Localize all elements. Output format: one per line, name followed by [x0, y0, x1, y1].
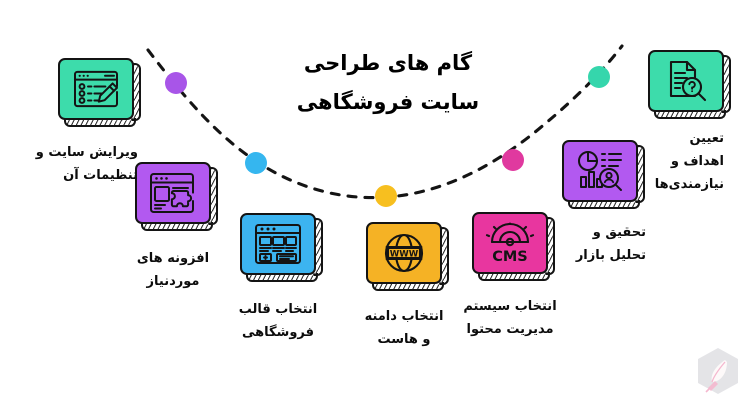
card-edge-bottom: [141, 222, 213, 231]
label-line: اهداف و: [670, 153, 724, 169]
svg-text:CMS: CMS: [492, 249, 528, 264]
card-edge-right: [209, 167, 218, 225]
step-market-research[interactable]: تحقیق و تحلیل بازار: [562, 140, 646, 263]
curve-dot-pink: [502, 149, 524, 171]
step-template[interactable]: انتخاب قالب فروشگاهی: [239, 213, 323, 340]
step-plugins-label: افزونه های موردنیاز: [108, 248, 238, 294]
step-domain-host-label: انتخاب دامنه و هاست: [339, 306, 469, 352]
step-cms[interactable]: CMS انتخاب سیستم مدیریت محتوا: [463, 212, 557, 337]
svg-text:WWW: WWW: [390, 249, 419, 259]
card-edge-bottom: [568, 200, 640, 209]
label-line: موردنیاز: [146, 273, 200, 289]
card-edge-right: [132, 63, 141, 121]
label-line: افزونه های: [136, 251, 210, 266]
label-line: انتخاب قالب: [238, 302, 318, 317]
step-market-research-label: تحقیق و تحلیل بازار: [554, 222, 646, 268]
step-plugins[interactable]: افزونه های موردنیاز: [135, 162, 218, 289]
cms-gear-icon: CMS: [485, 222, 535, 264]
card-edge-bottom: [654, 110, 726, 119]
step-plugins-card[interactable]: [135, 162, 218, 231]
card-edge-right: [722, 55, 731, 113]
label-line: انتخاب دامنه: [364, 309, 444, 324]
step-template-card[interactable]: [240, 213, 323, 282]
curve-dot-yellow: [375, 185, 397, 207]
card-edge-right: [314, 218, 323, 276]
label-line: تنظیمات آن: [63, 167, 138, 183]
label-line: تحقیق و: [592, 225, 646, 240]
step-edit-settings-label: ویرایش سایت و تنظیمات آن: [6, 142, 138, 188]
label-line: ویرایش سایت و: [35, 145, 138, 160]
globe-www-icon: WWW: [384, 233, 424, 273]
card-edge-bottom: [372, 282, 444, 291]
step-template-label: انتخاب قالب فروشگاهی: [213, 299, 343, 345]
label-line: و هاست: [377, 331, 431, 347]
label-line: انتخاب سیستم: [463, 299, 557, 314]
step-goals-card[interactable]: [648, 50, 731, 119]
step-market-research-card[interactable]: [562, 140, 645, 209]
analytics-chart-person-search-icon: [578, 151, 622, 191]
step-edit-settings[interactable]: ویرایش سایت و تنظیمات آن: [36, 58, 141, 183]
card-edge-right: [546, 217, 555, 275]
layout-template-icon: [255, 224, 301, 264]
label-line: تحلیل بازار: [575, 247, 646, 263]
label-line: فروشگاهی: [241, 324, 315, 340]
label-line: مدیریت محتوا: [466, 321, 554, 337]
curve-dot-blue: [245, 152, 267, 174]
step-edit-settings-card[interactable]: [58, 58, 141, 127]
step-cms-card[interactable]: CMS: [472, 212, 555, 281]
card-edge-right: [440, 227, 449, 285]
curve-dot-purple: [165, 72, 187, 94]
step-goals[interactable]: تعیین اهداف و نیازمندی‌ها: [648, 50, 731, 192]
card-edge-right: [636, 145, 645, 203]
title-line-2: سایت فروشگاهی: [296, 89, 480, 114]
page-title: گام های طراحی سایت فروشگاهی: [268, 44, 508, 122]
step-goals-label: تعیین اهداف و نیازمندی‌ها: [628, 128, 724, 196]
step-domain-host-card[interactable]: WWW: [366, 222, 449, 291]
card-edge-bottom: [478, 272, 550, 281]
step-domain-host[interactable]: WWW انتخاب دامنه و هاست: [365, 222, 449, 347]
browser-puzzle-plugin-icon: [150, 173, 194, 213]
curve-dot-teal: [588, 66, 610, 88]
form-pencil-edit-icon: [74, 70, 118, 108]
label-line: نیازمندی‌ها: [654, 176, 724, 192]
step-cms-label: انتخاب سیستم مدیریت محتوا: [445, 296, 575, 342]
card-edge-bottom: [246, 273, 318, 282]
brand-leaf-hexagon-watermark: [698, 348, 738, 394]
card-edge-bottom: [64, 118, 136, 127]
document-magnifier-question-icon: [669, 60, 707, 102]
label-line: تعیین: [689, 131, 724, 146]
title-line-1: گام های طراحی: [303, 51, 473, 75]
